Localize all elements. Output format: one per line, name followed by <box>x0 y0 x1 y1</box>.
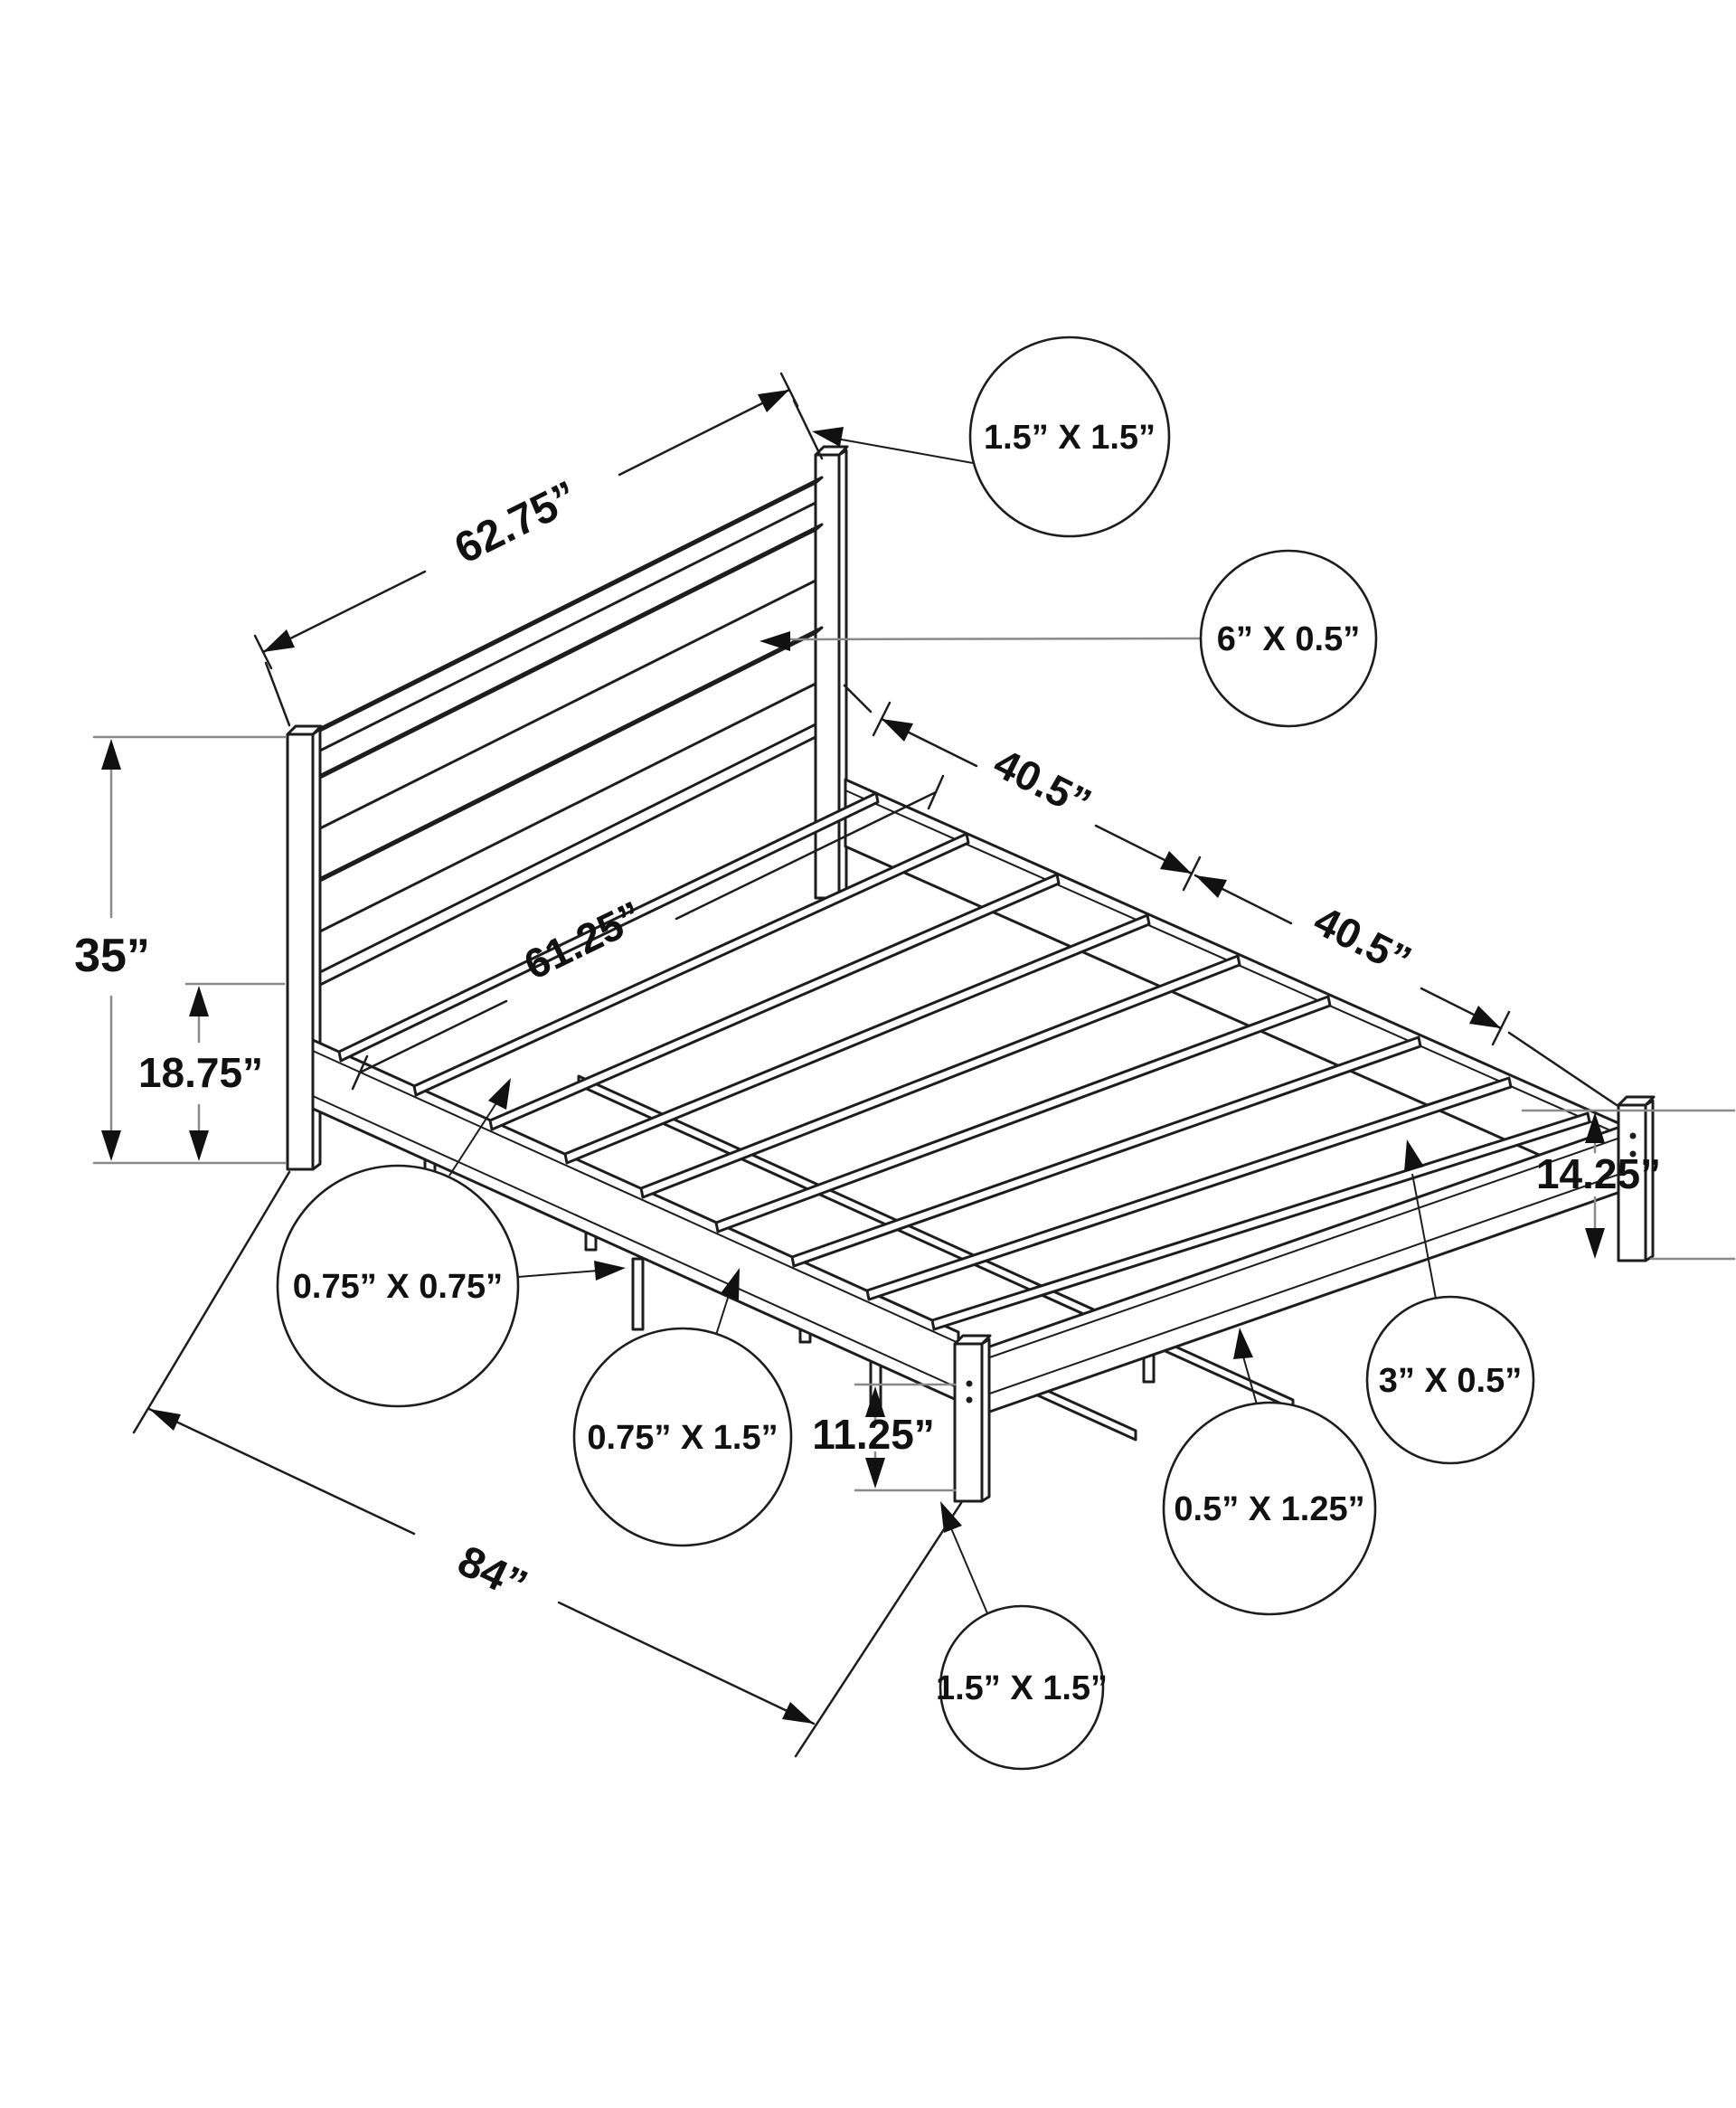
dim-side-rail-height-label: 18.75” <box>138 1049 263 1096</box>
dim-half-length-foot-label: 40.5” <box>1307 896 1419 984</box>
dim-headboard-height: 35” <box>74 735 288 1165</box>
near-foot-post <box>953 1334 992 1503</box>
callout-circle <box>968 336 1171 538</box>
callout-circle <box>1199 549 1378 728</box>
dim-foot-rail-height-label: 11.25” <box>812 1411 935 1458</box>
callout-circle <box>572 1327 793 1547</box>
callout-side-rail-section: 3” X 0.5” <box>1365 1139 1535 1465</box>
headboard-panel-lower <box>311 626 824 937</box>
dim-headboard-height-label: 35” <box>74 930 150 982</box>
platform <box>311 778 1656 1503</box>
callout-support-leg-section: 0.75” X 0.75” <box>276 1078 626 1408</box>
dim-foot-post-height-label: 14.25” <box>1536 1150 1661 1197</box>
callout-headboard-slat-section-label: 6” X 0.5” <box>1217 620 1360 658</box>
callout-headboard-slat-section: 6” X 0.5” <box>760 549 1378 728</box>
dim-inner-width-label: 61.25” <box>517 892 650 988</box>
callout-headboard-post-section-label: 1.5” X 1.5” <box>984 419 1156 457</box>
callout-circle <box>1162 1401 1377 1616</box>
callout-foot-rail-bar-section-label: 0.5” X 1.25” <box>1174 1490 1364 1528</box>
dim-half-length-head-label: 40.5” <box>986 739 1099 827</box>
far-foot-post <box>1617 1095 1656 1262</box>
headboard <box>286 445 849 1171</box>
bed-slats <box>337 791 1591 1331</box>
callout-foot-post-section-label: 1.5” X 1.5” <box>936 1669 1108 1707</box>
dim-foot-post-height: 14.25” <box>1521 1109 1736 1261</box>
callout-bed-slat-section-label: 0.75” X 1.5” <box>587 1419 778 1457</box>
callout-circle <box>939 1604 1105 1771</box>
callout-foot-rail-bar-section: 0.5” X 1.25” <box>1162 1328 1377 1616</box>
callout-headboard-post-section: 1.5” X 1.5” <box>812 336 1171 538</box>
callout-side-rail-section-label: 3” X 0.5” <box>1379 1362 1522 1400</box>
callout-circle <box>276 1164 520 1408</box>
dim-total-length-label: 84” <box>450 1536 534 1610</box>
callout-support-leg-section-label: 0.75” X 0.75” <box>293 1268 503 1306</box>
callout-circle <box>1365 1295 1535 1465</box>
dim-total-length: 84” <box>132 1170 963 1758</box>
callout-bed-slat-section: 0.75” X 1.5” <box>572 1268 793 1547</box>
dim-headboard-width-label: 62.75” <box>448 472 586 573</box>
dim-foot-rail-height: 11.25” <box>812 1383 957 1492</box>
callout-foot-post-section: 1.5” X 1.5” <box>936 1501 1108 1771</box>
dim-side-rail-height: 18.75” <box>138 982 286 1161</box>
